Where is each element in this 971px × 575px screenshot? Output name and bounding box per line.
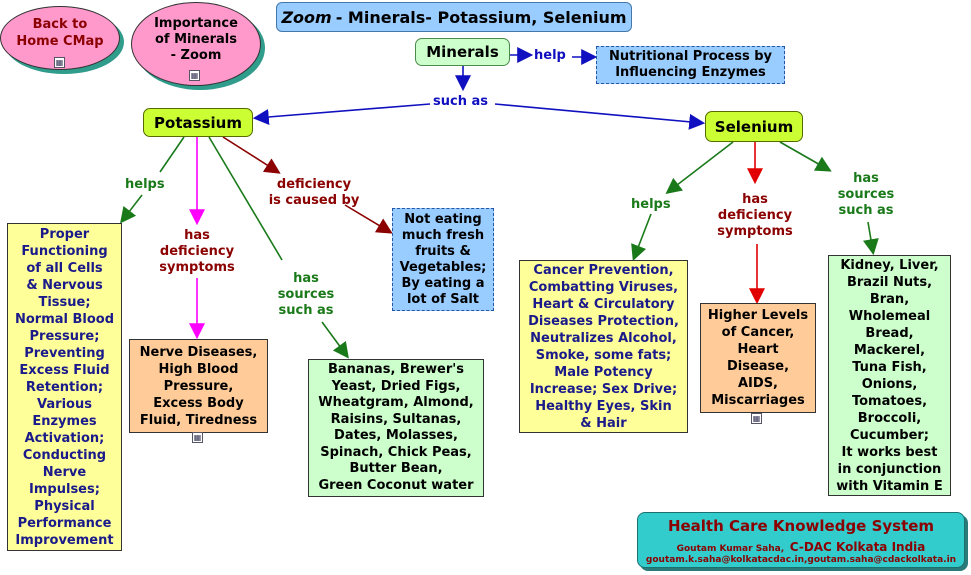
link-label-such-as: such as [433,94,488,109]
link-k-cause [222,136,281,174]
k-symptoms-text: Nerve Diseases, High Blood Pressure, Exc… [139,344,258,428]
se-symptoms-node[interactable]: Higher Levels of Cancer, Heart Disease, … [700,303,816,413]
link-label-help: help [534,48,566,63]
footer-title: Health Care Knowledge System [667,517,935,535]
link-sources-se [863,221,879,256]
k-sources-node[interactable]: Bananas, Brewer's Yeast, Dried Figs, Whe… [308,359,484,497]
potassium-node[interactable]: Potassium [143,108,253,137]
link-label-se-helps: helps [631,197,671,212]
link-label-k-symptoms: has deficiency symptoms [159,228,235,275]
k-sources-text: Bananas, Brewer's Yeast, Dried Figs, Whe… [318,362,474,493]
link-k-helps [159,136,185,173]
footer-author: Goutam Kumar Saha, [676,544,785,554]
k-helps-node[interactable]: Proper Functioning of all Cells & Nervou… [7,223,122,551]
link-cause-k [344,204,393,234]
back-home-label: Back to Home CMap [16,17,104,49]
link-se-helps [665,141,734,194]
link-label-se-symptoms: has deficiency symptoms [717,192,793,239]
nutritional-process-label: Nutritional Process by Influencing Enzym… [608,49,772,80]
link-label-k-helps: helps [125,177,165,192]
minerals-label: Minerals [426,43,499,61]
link-se-sources [779,141,832,172]
link-k-sources [208,136,283,261]
cmap-icon[interactable]: ▦ [189,70,200,81]
k-cause-node[interactable]: Not eating much fresh fruits & Vegetable… [392,208,494,311]
link-label-se-sources: has sources such as [837,171,895,218]
back-home-button[interactable]: Back to Home CMap [0,6,120,70]
link-label-k-sources: has sources such as [277,271,335,318]
k-helps-text: Proper Functioning of all Cells & Nervou… [14,226,115,548]
se-helps-node[interactable]: Cancer Prevention, Combatting Viruses, H… [519,260,688,433]
selenium-label: Selenium [714,117,794,136]
link-suchas-selenium [494,103,706,130]
footer-author-line: Goutam Kumar Saha, C-DAC Kolkata India [638,536,964,555]
title-rest: - Minerals- Potassium, Selenium [335,7,627,27]
se-sources-text: Kidney, Liver, Brazil Nuts, Bran, Wholem… [836,257,943,494]
se-symptoms-text: Higher Levels of Cancer, Heart Disease, … [707,308,809,408]
k-symptoms-node[interactable]: Nerve Diseases, High Blood Pressure, Exc… [129,339,268,433]
nutritional-process-node[interactable]: Nutritional Process by Influencing Enzym… [596,46,785,84]
footer-emails: goutam.k.saha@kolkatacdac.in,goutam.saha… [645,555,957,565]
link-suchas-potassium [252,103,431,125]
link-sources-k [321,321,349,359]
k-cause-text: Not eating much fresh fruits & Vegetable… [399,211,487,307]
se-sources-node[interactable]: Kidney, Liver, Brazil Nuts, Bran, Wholem… [828,255,951,496]
importance-minerals-label: Importance of Minerals - Zoom [154,16,238,63]
se-helps-text: Cancer Prevention, Combatting Viruses, H… [528,262,679,431]
minerals-node[interactable]: Minerals [415,38,510,66]
link-label-k-cause: deficiency is caused by [268,177,360,208]
potassium-label: Potassium [154,113,242,132]
link-helps-se [631,213,652,261]
cmap-icon[interactable]: ▦ [54,57,65,68]
footer-org: C-DAC Kolkata India [789,540,926,554]
link-helps-k [120,194,143,224]
footer-panel: Health Care Knowledge System Goutam Kuma… [637,512,965,568]
cmap-icon[interactable]: ▦ [751,413,762,424]
importance-minerals-button[interactable]: Importance of Minerals - Zoom [131,2,261,86]
selenium-node[interactable]: Selenium [705,111,803,142]
cmap-icon[interactable]: ▦ [192,432,203,443]
page-title: Zoom - Minerals- Potassium, Selenium [276,2,632,32]
title-prefix: Zoom [281,7,332,27]
